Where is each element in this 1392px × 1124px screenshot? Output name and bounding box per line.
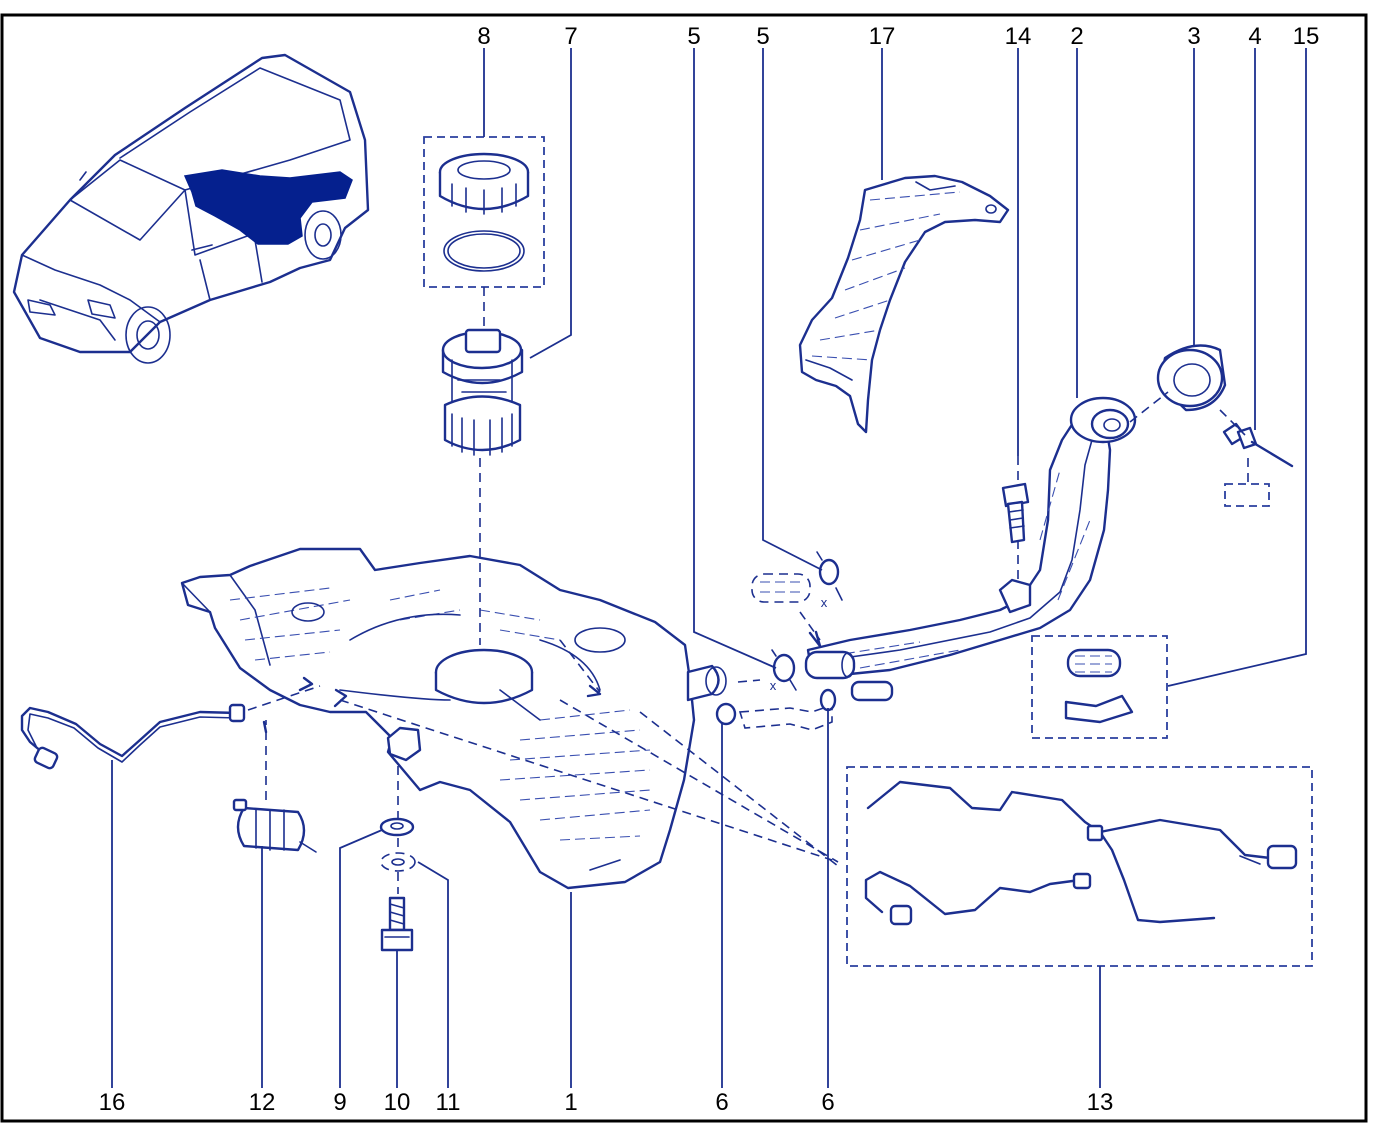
filler-hose-connector: [804, 650, 856, 680]
hose-clamp-lower-left: [715, 702, 737, 726]
fuel-tank: [180, 547, 727, 890]
lower-hose-dashed: [738, 703, 833, 731]
pipe-set: [864, 780, 1298, 926]
assembly-guide-lines: [247, 287, 1246, 894]
tank-seal-ring: [443, 230, 525, 272]
callout-8: 8: [477, 23, 490, 50]
callout-6-left: 6: [715, 1089, 728, 1116]
star-washer: [380, 852, 416, 872]
callout-10: 10: [384, 1089, 411, 1116]
callout-5-right: 5: [756, 23, 769, 50]
leader-lines: [111, 48, 1307, 1088]
upper-hose-dashed: [751, 573, 811, 603]
filler-neck-bolt: [1001, 482, 1030, 544]
callout-1: 1: [564, 1089, 577, 1116]
tank-location-highlight: [183, 169, 353, 245]
hose-clamp-upper: [816, 551, 843, 601]
callout-6-right: 6: [821, 1089, 834, 1116]
fuel-filter: [232, 798, 317, 853]
vehicle-locator-illustration: [12, 53, 370, 364]
fuel-filler-neck: [806, 396, 1137, 678]
fuel-pipe-left: [20, 703, 246, 770]
diagram-frame: [0, 13, 1368, 1123]
callout-4: 4: [1248, 23, 1261, 50]
hose-mark-lower: x: [770, 678, 777, 693]
hose-clamp-lower-right: [819, 688, 837, 712]
rubber-washer: [379, 817, 415, 837]
callout-13: 13: [1087, 1089, 1114, 1116]
callout-2: 2: [1070, 23, 1083, 50]
hose-kit-box: [1031, 635, 1168, 739]
lock-ring-part: [438, 152, 530, 215]
clip-fastener: [1222, 422, 1294, 507]
hose-kit-parts: [1064, 648, 1134, 724]
hose-mark-upper: x: [821, 595, 828, 610]
callout-14: 14: [1005, 23, 1032, 50]
callout-17: 17: [869, 23, 896, 50]
vent-pipe-connector: [850, 680, 894, 702]
pipe-set-box: [846, 766, 1313, 967]
hose-clamp-mid: [771, 649, 797, 691]
callout-7: 7: [564, 23, 577, 50]
callout-9: 9: [333, 1089, 346, 1116]
filler-cap-housing: [1156, 344, 1227, 412]
callout-3: 3: [1187, 23, 1200, 50]
callout-16: 16: [99, 1089, 126, 1116]
callout-5-left: 5: [687, 23, 700, 50]
callout-11: 11: [436, 1089, 461, 1116]
callout-15: 15: [1293, 23, 1320, 50]
callout-12: 12: [249, 1089, 276, 1116]
mounting-bolt: [380, 896, 414, 952]
fuel-pump-module: [441, 328, 524, 456]
heat-shield: [798, 174, 1010, 434]
